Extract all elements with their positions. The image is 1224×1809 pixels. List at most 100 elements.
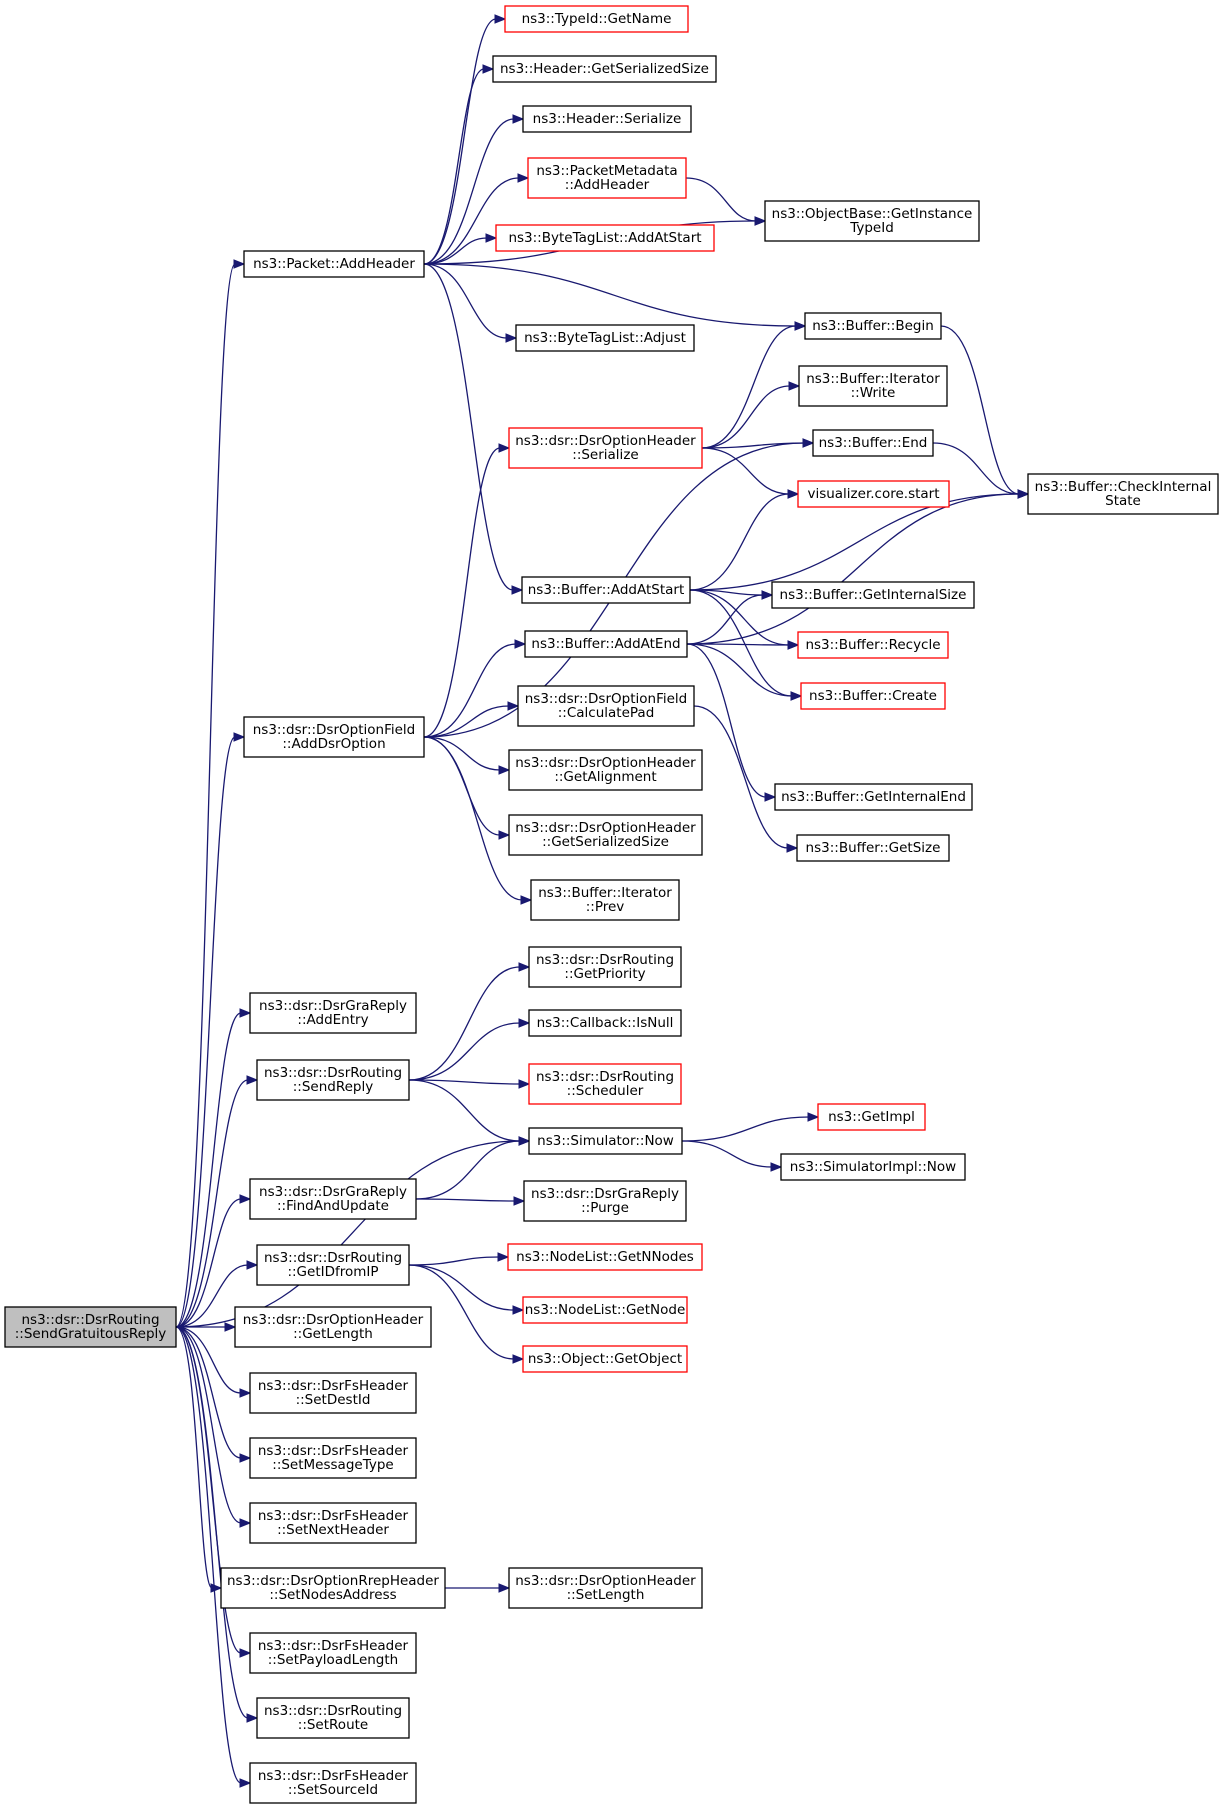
arrowhead-icon bbox=[224, 1322, 237, 1332]
arrowhead-icon bbox=[239, 1778, 252, 1788]
arrowhead-icon bbox=[787, 640, 800, 650]
node-buf-iter-prev[interactable]: ns3::Buffer::Iterator::Prev bbox=[530, 879, 680, 921]
call-edge bbox=[175, 736, 236, 1328]
node-label: ::SetPayloadLength bbox=[268, 1652, 398, 1668]
node-fs-setdestid[interactable]: ns3::dsr::DsrFsHeader::SetDestId bbox=[249, 1372, 417, 1414]
node-label: ns3::dsr::DsrOptionHeader bbox=[243, 1312, 424, 1328]
node-gra-addentry[interactable]: ns3::dsr::DsrGraReply::AddEntry bbox=[249, 992, 417, 1034]
call-edge bbox=[423, 643, 517, 738]
node-box bbox=[523, 1180, 687, 1222]
node-label: ::SetDestId bbox=[296, 1392, 371, 1408]
node-fs-setnexthdr[interactable]: ns3::dsr::DsrFsHeader::SetNextHeader bbox=[249, 1502, 417, 1544]
node-dorrep-setnodes[interactable]: ns3::dsr::DsrOptionRrepHeader::SetNodesA… bbox=[220, 1567, 446, 1609]
node-obj-getobject[interactable]: ns3::Object::GetObject bbox=[522, 1345, 688, 1373]
node-dr-scheduler[interactable]: ns3::dsr::DsrRouting::Scheduler bbox=[528, 1063, 682, 1105]
node-buf-getsize[interactable]: ns3::Buffer::GetSize bbox=[796, 834, 950, 862]
node-header-getser[interactable]: ns3::Header::GetSerializedSize bbox=[492, 55, 717, 83]
node-label: ns3::dsr::DsrFsHeader bbox=[258, 1508, 409, 1524]
node-pkt-addheader[interactable]: ns3::Packet::AddHeader bbox=[243, 250, 425, 278]
node-dr-getidfromip[interactable]: ns3::dsr::DsrRouting::GetIDfromIP bbox=[256, 1244, 410, 1286]
node-box bbox=[522, 1296, 688, 1324]
node-dof-calcpad[interactable]: ns3::dsr::DsrOptionField::CalculatePad bbox=[517, 685, 695, 727]
node-nl-getnnodes[interactable]: ns3::NodeList::GetNNodes bbox=[507, 1243, 703, 1271]
node-buf-addatstart[interactable]: ns3::Buffer::AddAtStart bbox=[521, 576, 691, 604]
node-box bbox=[249, 1437, 417, 1479]
node-label: ns3::dsr::DsrGraReply bbox=[259, 998, 407, 1014]
node-gra-findandupdate[interactable]: ns3::dsr::DsrGraReply::FindAndUpdate bbox=[249, 1178, 417, 1220]
node-doh-getalign[interactable]: ns3::dsr::DsrOptionHeader::GetAlignment bbox=[508, 749, 703, 791]
node-box bbox=[764, 200, 980, 242]
arrowhead-icon bbox=[233, 259, 246, 269]
call-edge bbox=[175, 1326, 242, 1459]
node-buf-create[interactable]: ns3::Buffer::Create bbox=[800, 682, 946, 710]
node-btl-adjust[interactable]: ns3::ByteTagList::Adjust bbox=[515, 324, 695, 352]
call-edge bbox=[686, 643, 767, 798]
node-box bbox=[812, 429, 934, 457]
call-edge bbox=[175, 1326, 249, 1719]
node-buf-addatend[interactable]: ns3::Buffer::AddAtEnd bbox=[524, 630, 688, 658]
node-buf-begin[interactable]: ns3::Buffer::Begin bbox=[804, 312, 942, 340]
node-doh-serialize[interactable]: ns3::dsr::DsrOptionHeader::Serialize bbox=[508, 427, 703, 469]
node-box bbox=[774, 783, 973, 811]
node-box bbox=[771, 581, 975, 609]
node-label: ::SetNextHeader bbox=[277, 1522, 389, 1538]
node-buf-iter-write[interactable]: ns3::Buffer::Iterator::Write bbox=[798, 365, 948, 407]
node-buf-recycle[interactable]: ns3::Buffer::Recycle bbox=[797, 631, 949, 659]
node-label: ::CalculatePad bbox=[558, 705, 655, 721]
node-buf-end[interactable]: ns3::Buffer::End bbox=[812, 429, 934, 457]
node-label: ns3::Header::Serialize bbox=[533, 111, 682, 127]
node-fs-setsourceid[interactable]: ns3::dsr::DsrFsHeader::SetSourceId bbox=[249, 1762, 417, 1804]
arrowhead-icon bbox=[518, 1079, 531, 1089]
node-root[interactable]: ns3::dsr::DsrRouting::SendGratuitousRepl… bbox=[4, 1306, 177, 1348]
node-simimpl-now[interactable]: ns3::SimulatorImpl::Now bbox=[780, 1153, 966, 1181]
node-dr-getpriority[interactable]: ns3::dsr::DsrRouting::GetPriority bbox=[528, 946, 682, 988]
node-label: ns3::dsr::DsrFsHeader bbox=[258, 1768, 409, 1784]
node-typeid-getname[interactable]: ns3::TypeId::GetName bbox=[504, 5, 689, 33]
node-btl-addatstart[interactable]: ns3::ByteTagList::AddAtStart bbox=[495, 224, 715, 252]
node-viz-start[interactable]: visualizer.core.start bbox=[797, 480, 950, 508]
node-label: ::GetPriority bbox=[564, 966, 645, 982]
node-label: ns3::dsr::DsrOptionHeader bbox=[515, 820, 696, 836]
node-label: ns3::dsr::DsrOptionField bbox=[253, 722, 415, 738]
arrowhead-icon bbox=[507, 701, 520, 711]
node-box bbox=[528, 946, 682, 988]
node-dr-setroute[interactable]: ns3::dsr::DsrRouting::SetRoute bbox=[256, 1697, 410, 1739]
node-fs-setmsgtype[interactable]: ns3::dsr::DsrFsHeader::SetMessageType bbox=[249, 1437, 417, 1479]
node-label: ns3::ObjectBase::GetInstance bbox=[772, 206, 973, 222]
node-cb-isnull[interactable]: ns3::Callback::IsNull bbox=[528, 1009, 682, 1037]
node-label: ns3::Object::GetObject bbox=[528, 1351, 682, 1367]
node-label: ::Prev bbox=[586, 899, 625, 915]
call-edge bbox=[408, 1264, 515, 1311]
node-dr-sendreply[interactable]: ns3::dsr::DsrRouting::SendReply bbox=[256, 1059, 410, 1101]
node-buf-getinternalsize[interactable]: ns3::Buffer::GetInternalSize bbox=[771, 581, 975, 609]
node-fs-setpayload[interactable]: ns3::dsr::DsrFsHeader::SetPayloadLength bbox=[249, 1632, 417, 1674]
node-buf-getinternalend[interactable]: ns3::Buffer::GetInternalEnd bbox=[774, 783, 973, 811]
call-edge bbox=[686, 594, 764, 645]
node-doh-getser[interactable]: ns3::dsr::DsrOptionHeader::GetSerialized… bbox=[508, 814, 703, 856]
arrowhead-icon bbox=[512, 1305, 525, 1315]
node-header-serialize[interactable]: ns3::Header::Serialize bbox=[522, 105, 692, 133]
node-box bbox=[256, 1697, 410, 1739]
node-label: ns3::dsr::DsrRouting bbox=[264, 1703, 402, 1719]
node-label: ::FindAndUpdate bbox=[277, 1198, 389, 1214]
node-sim-now[interactable]: ns3::Simulator::Now bbox=[528, 1127, 683, 1155]
call-edge bbox=[175, 263, 236, 1328]
call-edge bbox=[685, 177, 757, 222]
node-getimpl[interactable]: ns3::GetImpl bbox=[817, 1103, 926, 1131]
node-box bbox=[4, 1306, 177, 1348]
node-gra-purge[interactable]: ns3::dsr::DsrGraReply::Purge bbox=[523, 1180, 687, 1222]
node-pm-addheader[interactable]: ns3::PacketMetadata::AddHeader bbox=[527, 157, 687, 199]
node-dof-adddsroption[interactable]: ns3::dsr::DsrOptionField::AddDsrOption bbox=[243, 716, 425, 758]
node-doh-getlength[interactable]: ns3::dsr::DsrOptionHeader::GetLength bbox=[234, 1306, 432, 1348]
node-doh-setlength[interactable]: ns3::dsr::DsrOptionHeader::SetLength bbox=[508, 1567, 703, 1609]
node-label: ns3::dsr::DsrRouting bbox=[264, 1065, 402, 1081]
node-box bbox=[249, 992, 417, 1034]
call-edge bbox=[408, 1079, 521, 1142]
arrowhead-icon bbox=[512, 1354, 525, 1364]
node-box bbox=[243, 716, 425, 758]
call-edge bbox=[423, 263, 514, 591]
call-edge bbox=[415, 1198, 516, 1202]
node-nl-getnode[interactable]: ns3::NodeList::GetNode bbox=[522, 1296, 688, 1324]
